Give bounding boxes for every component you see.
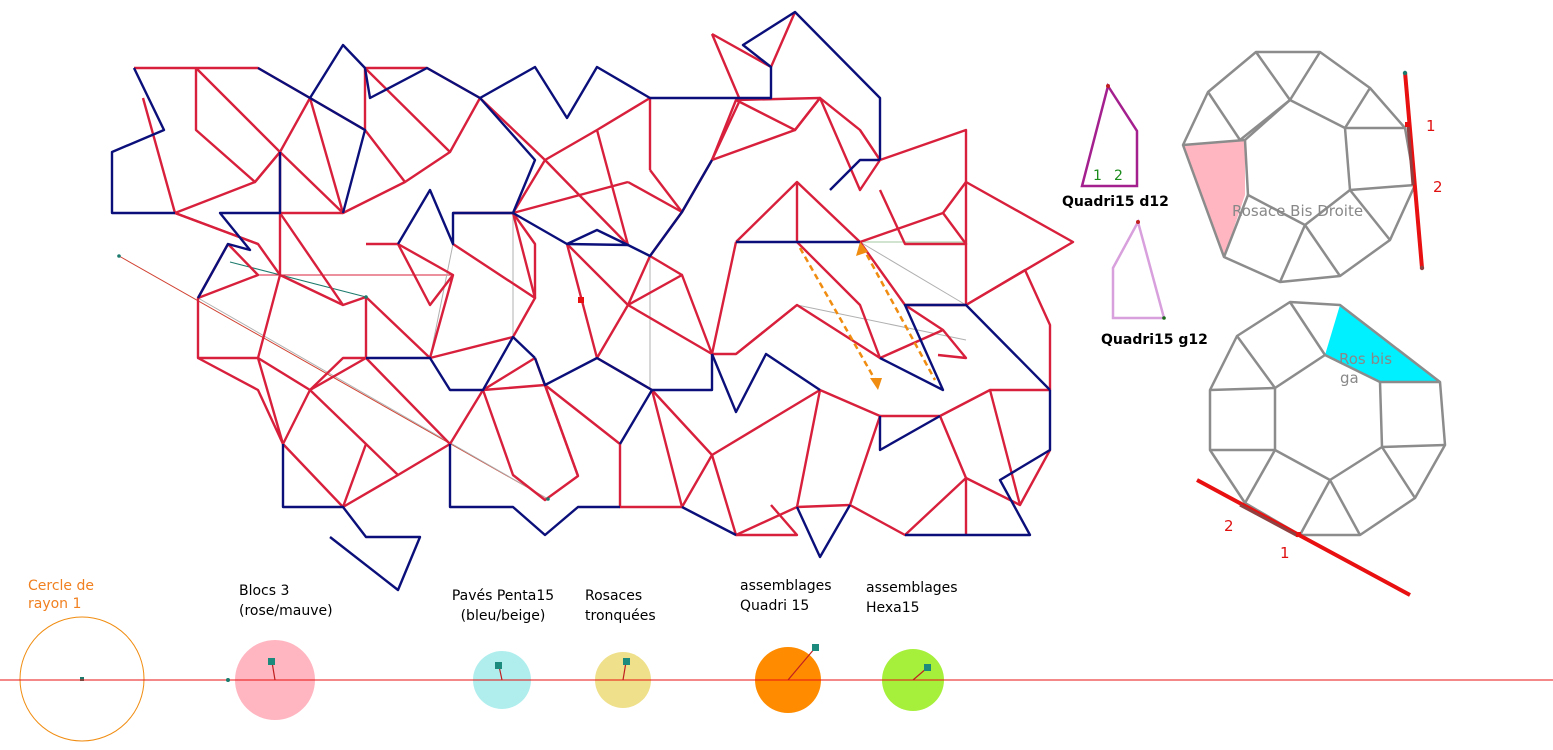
hexa-label-line1: assemblages	[866, 580, 958, 596]
tiling-points	[117, 254, 584, 501]
rosace-bottom	[1208, 300, 1447, 537]
axis-1-2-right-segment	[1406, 124, 1415, 186]
quadri-g12-label: Quadri15 g12	[1101, 332, 1208, 348]
orange-dashed-arrows	[798, 245, 937, 386]
bottom-axis-label-2: 2	[1224, 517, 1234, 535]
axis-1-2-right[interactable]	[1403, 71, 1424, 269]
vertex-point[interactable]	[1419, 265, 1425, 271]
axis-1-2-bottom[interactable]	[1196, 478, 1411, 597]
quadri-g12-shape	[1111, 218, 1166, 320]
quadri-assemblages-label: assemblages Quadri 15	[740, 576, 832, 616]
blocs-label-line2: (rose/mauve)	[239, 603, 333, 619]
hexa-assemblages-label: assemblages Hexa15	[866, 578, 958, 618]
paves-label-line1: Pavés Penta15	[451, 588, 555, 604]
ros-bis-label: Ros bis	[1339, 350, 1393, 368]
blocs-label-line1: Blocs 3	[239, 583, 290, 599]
blocs-label: Blocs 3 (rose/mauve)	[239, 581, 333, 621]
rosaces-label-line2: tronquées	[585, 608, 656, 624]
vertex-point[interactable]	[1405, 122, 1410, 127]
slider-knob-icon	[812, 644, 819, 651]
slider-knob-icon	[924, 664, 931, 671]
slider-knob-icon	[268, 658, 275, 665]
construction-lines	[118, 213, 967, 500]
bottom-axis-label-1: 1	[1280, 544, 1290, 562]
cercle-label-line1: Cercle de	[28, 578, 94, 594]
ros-ga-label: ga	[1340, 369, 1359, 387]
rosaces-label: Rosaces tronquées	[585, 586, 656, 626]
vertex-point[interactable]	[1106, 84, 1110, 88]
right-axis-label-1: 1	[1426, 117, 1436, 135]
axis-1-2-bottom-segment	[1239, 503, 1299, 538]
slider-knob-icon	[623, 658, 630, 665]
rosaces-label-line1: Rosaces	[585, 588, 643, 604]
vertex-point[interactable]	[1136, 220, 1140, 224]
vertex-point[interactable]	[1162, 316, 1166, 320]
right-axis-label-2: 2	[1433, 178, 1443, 196]
paves-label-line2: (bleu/beige)	[460, 608, 546, 624]
cercle-label-line2: rayon 1	[28, 596, 82, 612]
rosace-bis-droite	[1181, 50, 1417, 284]
vertex-point[interactable]	[1402, 70, 1408, 76]
hexa-label-line2: Hexa15	[866, 600, 920, 616]
cercle-label: Cercle de rayon 1	[28, 577, 118, 613]
slider-knob-icon	[495, 662, 502, 669]
center-point[interactable]	[80, 677, 84, 681]
blue-tile-edges	[110, 10, 1052, 592]
rosace-droite-label: Rosace Bis Droite	[1232, 202, 1364, 220]
quadri-label-line1: assemblages	[740, 578, 832, 594]
slider-handles[interactable]	[226, 644, 931, 682]
arrowhead-icon	[870, 378, 882, 390]
quadri-num-1: 1	[1093, 168, 1102, 184]
quadri-d12-shape	[1080, 82, 1139, 188]
vertex-point[interactable]	[1296, 532, 1301, 537]
arrowhead-icon	[856, 242, 868, 256]
quadri-d12-label: Quadri15 d12	[1062, 194, 1169, 210]
paves-label: Pavés Penta15 (bleu/beige)	[448, 586, 558, 626]
quadri-num-2: 2	[1114, 168, 1123, 184]
quadri-label-line2: Quadri 15	[740, 598, 810, 614]
cercle-rayon-1	[19, 616, 145, 742]
